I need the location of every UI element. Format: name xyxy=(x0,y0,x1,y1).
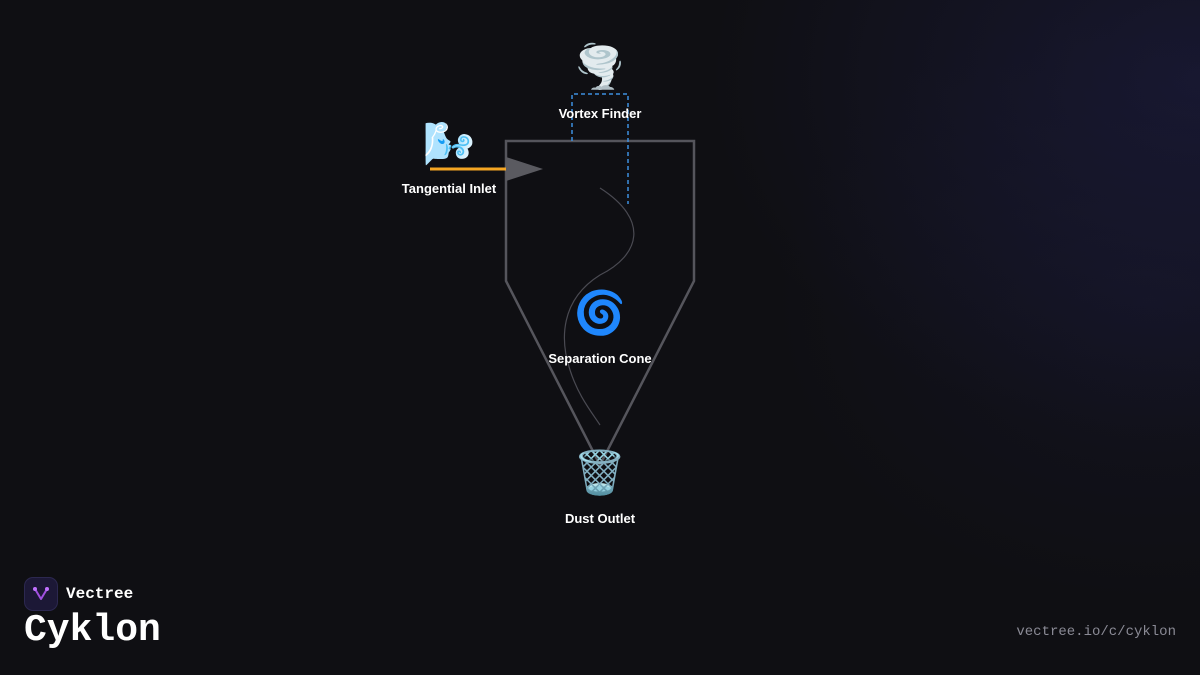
vectree-logo-icon xyxy=(24,577,58,611)
brand: Vectree xyxy=(24,577,133,611)
dashing-wind-icon: 🌬️ xyxy=(422,119,476,168)
cyclone-icon: 🌀 xyxy=(573,288,627,337)
app-title: Cyklon xyxy=(24,609,161,652)
vortex-finder-tube xyxy=(571,93,629,204)
tornado-icon: 🌪️ xyxy=(573,42,627,91)
tangential-inlet-label: Tangential Inlet xyxy=(401,181,497,196)
separation-cone-label: Separation Cone xyxy=(548,351,652,366)
brand-name: Vectree xyxy=(66,585,134,603)
app-url-link[interactable]: vectree.io/c/cyklon xyxy=(1016,624,1176,640)
wastebasket-icon: 🗑️ xyxy=(573,448,627,497)
vortex-finder-label: Vortex Finder xyxy=(558,106,642,121)
swirl-flow-path xyxy=(563,187,635,426)
dust-outlet-label: Dust Outlet xyxy=(564,511,636,526)
inlet-arrow-head xyxy=(506,157,543,181)
cyclone-body-outline xyxy=(504,139,696,468)
